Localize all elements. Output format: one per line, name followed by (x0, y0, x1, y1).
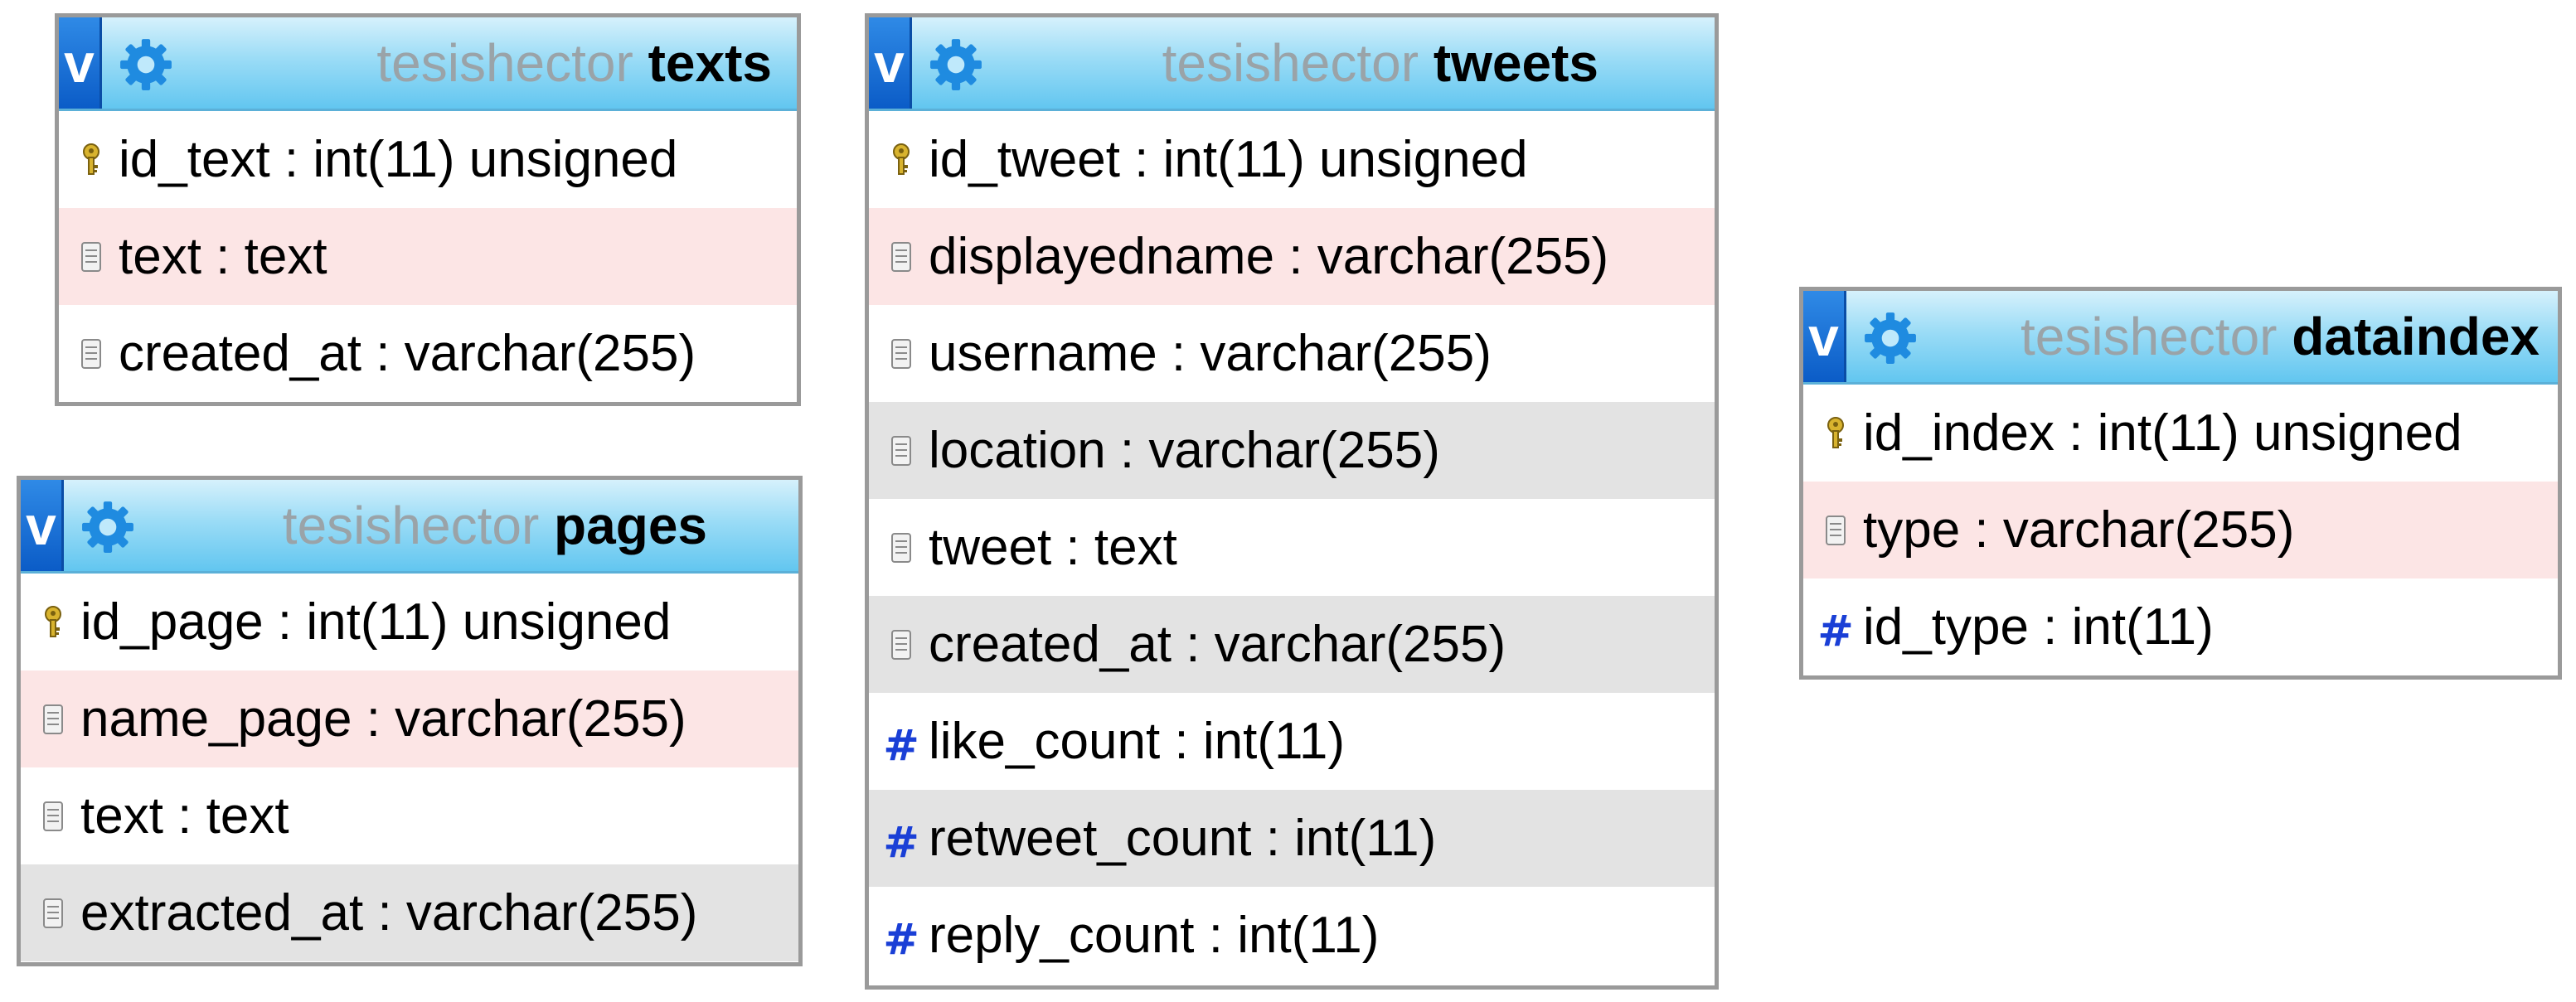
column-row[interactable]: id_index : int(11) unsigned (1803, 385, 2558, 482)
table-texts[interactable]: v tesishector texts id_text : int(11) un… (55, 13, 801, 406)
column-row[interactable]: text : text (21, 767, 798, 864)
column-label: text : text (119, 228, 327, 285)
column-icon (42, 800, 64, 833)
column-row[interactable]: username : varchar(255) (869, 305, 1715, 402)
column-row[interactable]: text : text (59, 208, 797, 305)
toggle-columns-button[interactable]: v (59, 17, 102, 109)
column-row[interactable]: # like_count : int(11) (869, 693, 1715, 790)
table-dataindex[interactable]: v tesishector dataindex id_index : int(1… (1799, 287, 2562, 680)
column-icon (1825, 514, 1846, 547)
column-row[interactable]: id_text : int(11) unsigned (59, 111, 797, 208)
column-label: id_type : int(11) (1863, 598, 2214, 656)
column-label: like_count : int(11) (929, 713, 1345, 770)
column-label: reply_count : int(11) (929, 907, 1380, 964)
table-tweets[interactable]: v tesishector tweets id_tweet : int(11) … (865, 13, 1719, 990)
hash-icon: # (1817, 606, 1854, 656)
column-icon (890, 628, 912, 661)
column-icon (890, 337, 912, 370)
column-label: id_page : int(11) unsigned (80, 593, 672, 651)
column-row[interactable]: created_at : varchar(255) (869, 596, 1715, 693)
toggle-columns-button[interactable]: v (21, 480, 64, 571)
table-header[interactable]: v tesishector texts (59, 17, 797, 111)
table-name: texts (648, 33, 772, 93)
gear-icon[interactable] (929, 37, 983, 92)
column-label: name_page : varchar(255) (80, 690, 686, 748)
key-icon (42, 605, 64, 639)
key-icon (80, 143, 102, 177)
key-icon (890, 143, 912, 177)
column-label: text : text (80, 787, 289, 845)
hash-icon: # (883, 817, 919, 868)
table-name: dataindex (2292, 307, 2540, 366)
gear-icon[interactable] (119, 37, 173, 92)
column-row[interactable]: tweet : text (869, 499, 1715, 596)
table-title: tesishector texts (376, 17, 772, 109)
column-label: displayedname : varchar(255) (929, 228, 1609, 285)
hash-icon: # (883, 914, 919, 965)
database-name: tesishector (376, 33, 633, 93)
table-title: tesishector dataindex (2021, 291, 2540, 382)
column-icon (890, 434, 912, 467)
toggle-columns-button[interactable]: v (869, 17, 912, 109)
table-header[interactable]: v tesishector pages (21, 480, 798, 574)
column-label: location : varchar(255) (929, 422, 1440, 479)
table-title: tesishector tweets (1162, 17, 1598, 109)
column-label: id_tweet : int(11) unsigned (929, 131, 1528, 188)
table-name: pages (554, 496, 707, 555)
database-name: tesishector (1162, 33, 1419, 93)
column-icon (890, 531, 912, 564)
gear-icon[interactable] (1863, 311, 1918, 365)
column-row[interactable]: extracted_at : varchar(255) (21, 864, 798, 961)
table-title: tesishector pages (283, 480, 707, 571)
column-label: id_text : int(11) unsigned (119, 131, 678, 188)
column-label: extracted_at : varchar(255) (80, 884, 698, 941)
column-row[interactable]: id_tweet : int(11) unsigned (869, 111, 1715, 208)
column-row[interactable]: name_page : varchar(255) (21, 670, 798, 767)
column-icon (80, 240, 102, 273)
database-name: tesishector (2021, 307, 2278, 366)
column-row[interactable]: # reply_count : int(11) (869, 887, 1715, 984)
column-row[interactable]: id_page : int(11) unsigned (21, 574, 798, 670)
column-row[interactable]: # retweet_count : int(11) (869, 790, 1715, 887)
table-name: tweets (1433, 33, 1598, 93)
gear-icon[interactable] (80, 500, 135, 554)
column-row[interactable]: created_at : varchar(255) (59, 305, 797, 402)
key-icon (1825, 416, 1846, 450)
table-pages[interactable]: v tesishector pages id_page : int(11) un… (17, 476, 803, 966)
column-icon (42, 897, 64, 930)
column-label: retweet_count : int(11) (929, 810, 1437, 867)
column-label: username : varchar(255) (929, 325, 1492, 382)
column-row[interactable]: displayedname : varchar(255) (869, 208, 1715, 305)
database-name: tesishector (282, 496, 540, 555)
column-row[interactable]: type : varchar(255) (1803, 482, 2558, 578)
column-row[interactable]: location : varchar(255) (869, 402, 1715, 499)
column-row[interactable]: # id_type : int(11) (1803, 578, 2558, 675)
column-label: created_at : varchar(255) (929, 616, 1506, 673)
hash-icon: # (883, 720, 919, 771)
column-label: type : varchar(255) (1863, 501, 2295, 559)
toggle-columns-button[interactable]: v (1803, 291, 1846, 382)
table-header[interactable]: v tesishector dataindex (1803, 291, 2558, 385)
column-icon (890, 240, 912, 273)
column-icon (42, 703, 64, 736)
column-icon (80, 337, 102, 370)
column-label: tweet : text (929, 519, 1177, 576)
column-label: id_index : int(11) unsigned (1863, 404, 2462, 462)
column-label: created_at : varchar(255) (119, 325, 696, 382)
table-header[interactable]: v tesishector tweets (869, 17, 1715, 111)
